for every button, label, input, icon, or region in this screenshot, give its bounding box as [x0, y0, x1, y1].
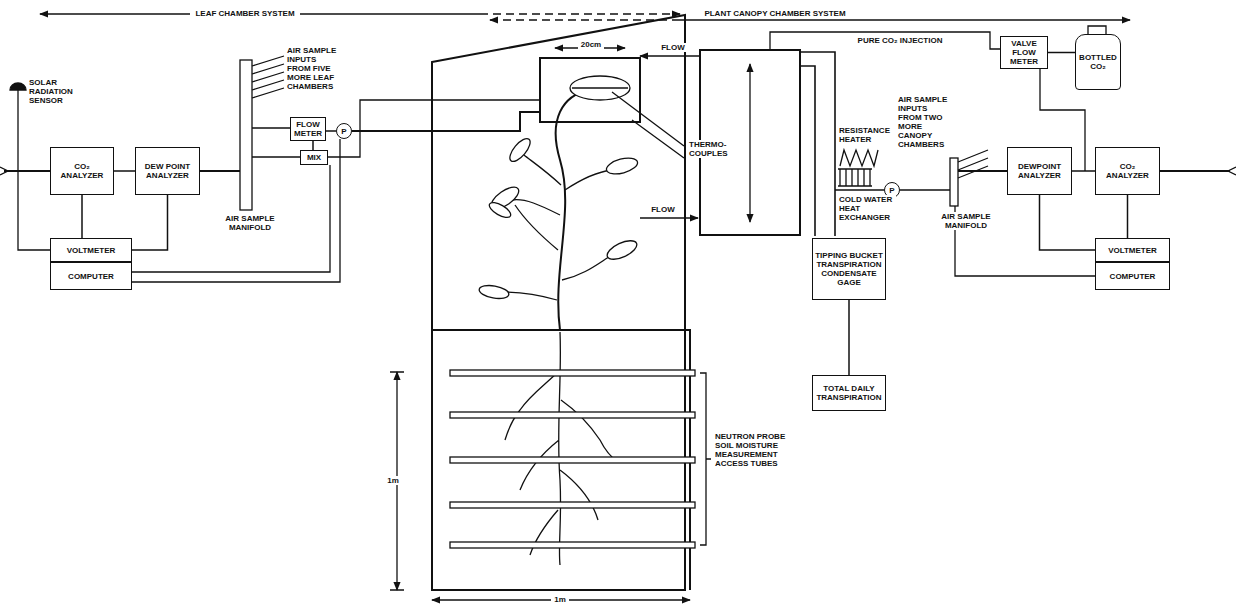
line-art [0, 14, 1236, 600]
pipe-end [1228, 167, 1236, 175]
part-label: NEUTRON PROBE SOIL MOISTURE MEASUREMENT … [714, 432, 804, 468]
valve-box: VALVE FLOW METER [1000, 36, 1048, 69]
bottle-neck [1088, 26, 1106, 34]
sample-line [900, 189, 950, 190]
mix-box: MIX [300, 150, 328, 165]
part-label: COLD WATER HEAT EXCHANGER [838, 195, 896, 222]
part-label: PURE CO₂ INJECTION [845, 36, 955, 45]
plant-stem [556, 90, 590, 330]
manifold [950, 158, 958, 206]
voltmeter-box: VOLTMETER [1095, 238, 1170, 262]
input-lines [252, 56, 284, 98]
return-tube [800, 52, 835, 236]
extent-line [680, 19, 1130, 20]
leaf-in-chamber [570, 76, 630, 100]
input-lines [958, 150, 988, 178]
note-label: AIR SAMPLE INPUTS FROM TWO MORE CANOPY C… [897, 95, 949, 149]
air-pipe [352, 112, 540, 131]
node-text: CO₂ ANALYZER [53, 162, 111, 180]
connector [81, 195, 83, 238]
connector [1048, 52, 1075, 54]
node-text: VOLTMETER [1108, 246, 1157, 255]
roots [505, 332, 618, 565]
node-text: COMPUTER [68, 272, 114, 281]
leader-line [612, 92, 684, 158]
flow-label: FLOW [650, 205, 676, 214]
dimension-label: 1m [551, 595, 569, 604]
part-label: AIR SAMPLE MANIFOLD [214, 214, 286, 232]
connector [1127, 195, 1129, 238]
air-pipe [328, 100, 540, 157]
node-text: TIPPING BUCKET TRANSPIRATION CONDENSATE … [815, 251, 883, 287]
signal-wire [132, 139, 340, 282]
connector [326, 130, 336, 132]
solar-sensor [10, 83, 26, 90]
connector [1040, 195, 1096, 250]
node-text: CO₂ ANALYZER [1098, 162, 1157, 180]
system-label: PLANT CANOPY CHAMBER SYSTEM [700, 9, 850, 18]
flow-arrow [640, 55, 700, 56]
node-text: TOTAL DAILY TRANSPIRATION [815, 384, 883, 402]
connector [114, 170, 135, 172]
node-text: VALVE FLOW METER [1003, 39, 1045, 66]
leaves [478, 135, 639, 300]
heat-exchanger [838, 169, 872, 186]
air-pipe [958, 170, 1230, 172]
node-text: COMPUTER [1110, 272, 1156, 281]
extent-line [480, 13, 680, 14]
system-label: LEAF CHAMBER SYSTEM [190, 9, 300, 18]
connector [1072, 170, 1095, 172]
flow-arrow [749, 64, 750, 222]
manifold [240, 60, 252, 210]
sample-line [835, 189, 884, 190]
leaf-stalk [505, 170, 612, 300]
pump-symbol: P [336, 123, 352, 139]
note-label: AIR SAMPLE INPUTS FROM FIVE MORE LEAF CH… [286, 46, 340, 91]
voltmeter-box: VOLTMETER [50, 238, 132, 262]
flow-label: FLOW [660, 43, 686, 52]
part-label: THERMO- COUPLES [688, 140, 740, 158]
node-text: FLOW METER [293, 120, 323, 138]
dimension-label: 20cm [578, 40, 604, 49]
leaf-vein [572, 87, 628, 88]
flow-meter-box: FLOW METER [290, 117, 326, 141]
pipe-end [0, 167, 8, 175]
gage-box: TIPPING BUCKET TRANSPIRATION CONDENSATE … [812, 238, 886, 300]
computer-box: COMPUTER [50, 262, 132, 290]
analyzer-box: CO₂ ANALYZER [50, 147, 114, 195]
node-text: BOTTLED CO₂ [1078, 53, 1118, 71]
resistance-heater [840, 150, 878, 166]
computer-box: COMPUTER [1095, 262, 1170, 290]
part-label: RESISTANCE HEATER [838, 126, 894, 144]
sensor-label: SOLAR RADIATION SENSOR [28, 78, 84, 105]
access-tubes [450, 370, 695, 548]
total-box: TOTAL DAILY TRANSPIRATION [812, 375, 886, 411]
analyzer-box: CO₂ ANALYZER [1095, 147, 1160, 195]
analyzer-box: DEWPOINT ANALYZER [1007, 147, 1072, 195]
co2-injection-line [770, 32, 1000, 50]
dimension-label: 1m [384, 476, 402, 485]
bracket [700, 373, 711, 545]
analyzer-box: DEW POINT ANALYZER [135, 147, 200, 195]
node-text: P [889, 186, 894, 195]
leaf-chamber [540, 58, 640, 122]
node-text: DEWPOINT ANALYZER [1010, 162, 1069, 180]
flow-arrow [640, 217, 698, 218]
connector [312, 141, 314, 150]
air-pipe [4, 170, 240, 172]
connector [132, 195, 168, 250]
node-text: P [341, 127, 346, 136]
part-label: AIR SAMPLE MANIFOLD [930, 212, 1002, 230]
leaf-stalk [524, 155, 561, 185]
node-text: VOLTMETER [67, 246, 116, 255]
gas-bottle: BOTTLED CO₂ [1075, 34, 1121, 90]
node-text: MIX [307, 153, 321, 162]
connector [848, 300, 850, 375]
node-text: DEW POINT ANALYZER [138, 162, 197, 180]
